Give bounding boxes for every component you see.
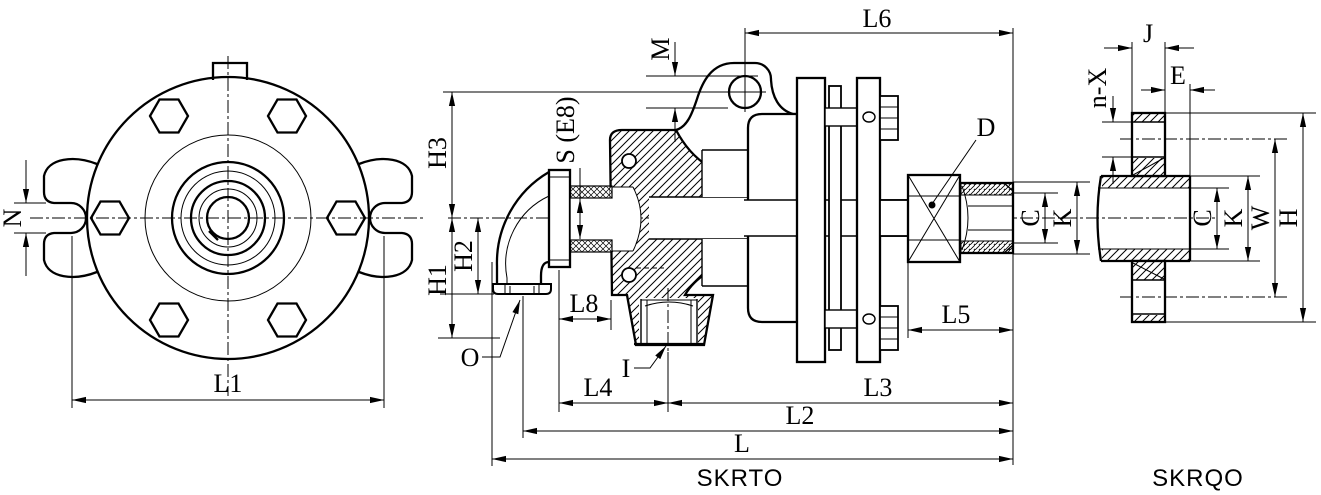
dim-label-j: J xyxy=(1143,19,1153,48)
skrto-section-view: L6 M H3 H1 H2 S (E8) O I D L8 L5 L4 L3 L… xyxy=(423,4,1215,492)
dim-label-c-mid: C xyxy=(1016,209,1045,226)
thread-band-top xyxy=(569,185,613,199)
dim-label-k-mid: K xyxy=(1048,208,1077,227)
gasket-ring xyxy=(828,85,842,351)
dim-label-h3: H3 xyxy=(423,137,452,169)
plate-hole-top xyxy=(862,111,876,123)
union-nut xyxy=(547,168,572,269)
dim-label-l8: L8 xyxy=(570,289,599,318)
seal-ring-bottom xyxy=(621,267,637,283)
flange-outer-circle xyxy=(85,75,371,361)
shaft-spacer xyxy=(879,199,909,237)
bearing-cavity-bottom xyxy=(702,239,748,286)
dim-label-o: O xyxy=(461,343,480,372)
skrqo-section-view: J E n-X C K W H SKRQO xyxy=(1083,19,1316,492)
thread-chamfer-arc xyxy=(961,185,969,251)
male-thread-bottom xyxy=(960,240,1014,254)
o-leader xyxy=(482,299,521,358)
male-thread-top xyxy=(960,182,1014,196)
dim-label-s-e8: S (E8) xyxy=(551,96,580,163)
plate-hole-bottom xyxy=(862,313,876,325)
dim-label-l: L xyxy=(734,429,750,458)
mounting-bracket xyxy=(675,61,797,132)
keyway-notch xyxy=(208,230,219,241)
dim-label-n: N xyxy=(0,208,27,227)
dim-label-nx: n-X xyxy=(1083,68,1112,109)
skrqo-model-label: SKRQO xyxy=(1152,465,1244,492)
flange-hatch-4 xyxy=(1133,315,1164,322)
dim-label-d: D xyxy=(977,113,996,142)
dim-label-m: M xyxy=(646,37,675,60)
top-tab xyxy=(211,61,249,80)
skrto-model-label: SKRTO xyxy=(697,465,784,492)
front-view: N L1 xyxy=(0,56,426,408)
raised-face-circle xyxy=(144,134,312,302)
hub-wall-bottom xyxy=(1102,249,1190,260)
dim-label-c-right: C xyxy=(1188,209,1217,226)
bearing-cavity-top xyxy=(702,150,748,197)
dim-label-l1: L1 xyxy=(214,369,243,398)
hub-left-end xyxy=(1096,175,1103,262)
dim-label-i: I xyxy=(622,354,631,383)
flange-hatch-1 xyxy=(1133,114,1164,122)
bore-circle xyxy=(205,195,251,241)
dim-label-l4: L4 xyxy=(584,373,613,402)
dim-label-w: W xyxy=(1246,205,1275,230)
bolt-bottom xyxy=(824,309,858,329)
dim-label-h1: H1 xyxy=(423,264,452,296)
elbow-socket-bead xyxy=(492,283,552,295)
bolt-top xyxy=(824,107,858,127)
dim-label-k-right: K xyxy=(1219,208,1248,227)
seal-circle-3 xyxy=(189,179,267,257)
dim-label-e: E xyxy=(1170,61,1186,90)
hex-nuts xyxy=(879,95,899,351)
hub-wall-top xyxy=(1102,177,1190,188)
i-leader xyxy=(634,345,667,369)
d-leader xyxy=(931,139,977,205)
d-leader-dot xyxy=(928,201,936,209)
seal-circle-2 xyxy=(180,170,276,266)
inlet-bore xyxy=(610,187,641,251)
dim-label-l3: L3 xyxy=(864,373,893,402)
seal-ring-top xyxy=(621,153,637,169)
seal-circle-4 xyxy=(198,188,258,248)
shaft-passage xyxy=(649,197,748,239)
hex-bolts xyxy=(89,98,367,338)
dim-label-l5: L5 xyxy=(942,300,971,329)
dim-label-l2: L2 xyxy=(786,401,815,430)
dim-label-h: H xyxy=(1274,208,1303,227)
elbow-inner-profile xyxy=(539,260,550,284)
dim-label-h2: H2 xyxy=(449,240,478,272)
dim-label-l6: L6 xyxy=(863,4,892,33)
rotor-flange-plate-1 xyxy=(795,76,827,364)
seal-circle-1 xyxy=(170,160,286,276)
thread-band-bottom xyxy=(569,239,613,253)
elbow-inner-line xyxy=(505,195,550,284)
elbow-outer-profile xyxy=(495,171,550,284)
nipple-bore xyxy=(570,198,612,240)
